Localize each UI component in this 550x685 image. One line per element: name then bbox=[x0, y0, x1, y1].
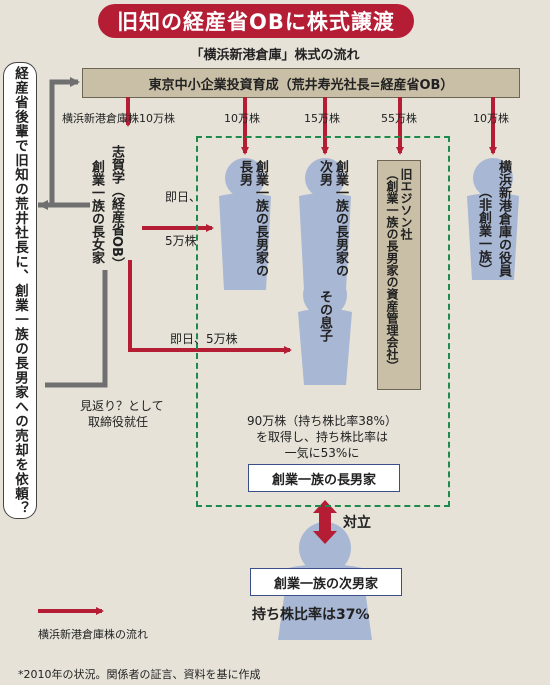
flow-label-shigaku: 横浜新港倉庫株10万株 bbox=[62, 112, 175, 125]
gray-arrow-from-shigaku bbox=[45, 270, 108, 388]
diagram-subtitle: 「横浜新港倉庫」株式の流れ bbox=[190, 48, 360, 63]
legend-label: 横浜新港倉庫株の流れ bbox=[38, 628, 148, 641]
node-officer: 横浜新港倉庫の役員 bbox=[496, 160, 511, 277]
node-son: その息子 bbox=[317, 290, 332, 342]
node-edison-name: 旧エジソン社 bbox=[399, 167, 413, 240]
eldest-house-group-border bbox=[196, 136, 450, 507]
label-same-day-b: 5万株 bbox=[165, 234, 197, 248]
figure-choke-chonan bbox=[219, 158, 271, 290]
label-same-day-a: 即日、 bbox=[165, 190, 202, 204]
left-note-box: 経産省後輩で旧知の荒井社長に、創業一族の長男家への売却を依頼？ bbox=[3, 62, 37, 519]
label-director: 取締役就任 bbox=[88, 415, 149, 429]
node-second-house-label: 創業一族の次男家 bbox=[273, 576, 378, 592]
left-note-text: 経産省後輩で旧知の荒井社長に、創業一族の長男家への売却を依頼？ bbox=[12, 65, 28, 516]
node-eldest-house-label: 創業一族の長男家 bbox=[271, 472, 376, 488]
node-officer-note: （非創業一族） bbox=[476, 185, 491, 276]
source-node-label: 東京中小企業投資育成（荒井寿光社長=経産省OB） bbox=[148, 77, 454, 93]
node-second-house: 創業一族の次男家 bbox=[250, 568, 402, 596]
red-arrow-shigaku-to-son bbox=[128, 260, 292, 354]
node-shigaku: 志賀学（経産省OB） bbox=[109, 145, 124, 270]
source-node-toukyou-chusho: 東京中小企業投資育成（荒井寿光社長=経産省OB） bbox=[82, 68, 520, 98]
node-choke-jinan: 創業一族の長男家の次男 bbox=[317, 160, 348, 277]
node-eldest-house: 創業一族の長男家 bbox=[248, 464, 400, 492]
flow-label-choke-jinan: 15万株 bbox=[304, 112, 340, 125]
footer-note: *2010年の状況。関係者の証言、資料を基に作成 bbox=[18, 668, 261, 681]
gray-arrow-to-source bbox=[38, 77, 80, 208]
flow-label-choke-chonan: 10万株 bbox=[224, 112, 260, 125]
figure-officer bbox=[467, 158, 519, 280]
page-title: 旧知の経産省OBに株式譲渡 bbox=[98, 4, 414, 38]
label-acquired-2: を取得し、持ち株比率は bbox=[255, 430, 388, 444]
label-acquired-1: 90万株（持ち株比率38%） bbox=[247, 414, 397, 428]
label-ratio-37: 持ち株比率は37% bbox=[252, 607, 370, 623]
figure-son bbox=[298, 273, 352, 385]
node-edison-box: （創業一族の長男家の資産管理会社） 旧エジソン社 bbox=[377, 160, 421, 390]
figure-choke-jinan bbox=[299, 158, 351, 290]
flow-label-officer: 10万株 bbox=[473, 112, 509, 125]
flow-label-edison: 55万株 bbox=[381, 112, 417, 125]
confront-arrow bbox=[313, 500, 337, 544]
node-edison-desc: （創業一族の長男家の資産管理会社） bbox=[385, 167, 399, 372]
node-founder-eldest-daughter: 創業一族の長女家 bbox=[89, 160, 104, 264]
label-confront: 対立 bbox=[343, 515, 371, 531]
label-mikaeri: 見返り？として bbox=[80, 399, 164, 413]
label-same-day-son: 即日、5万株 bbox=[170, 332, 238, 346]
node-choke-chonan: 創業一族の長男家の長男 bbox=[237, 160, 268, 277]
label-acquired-3: 一気に53%に bbox=[284, 446, 360, 460]
